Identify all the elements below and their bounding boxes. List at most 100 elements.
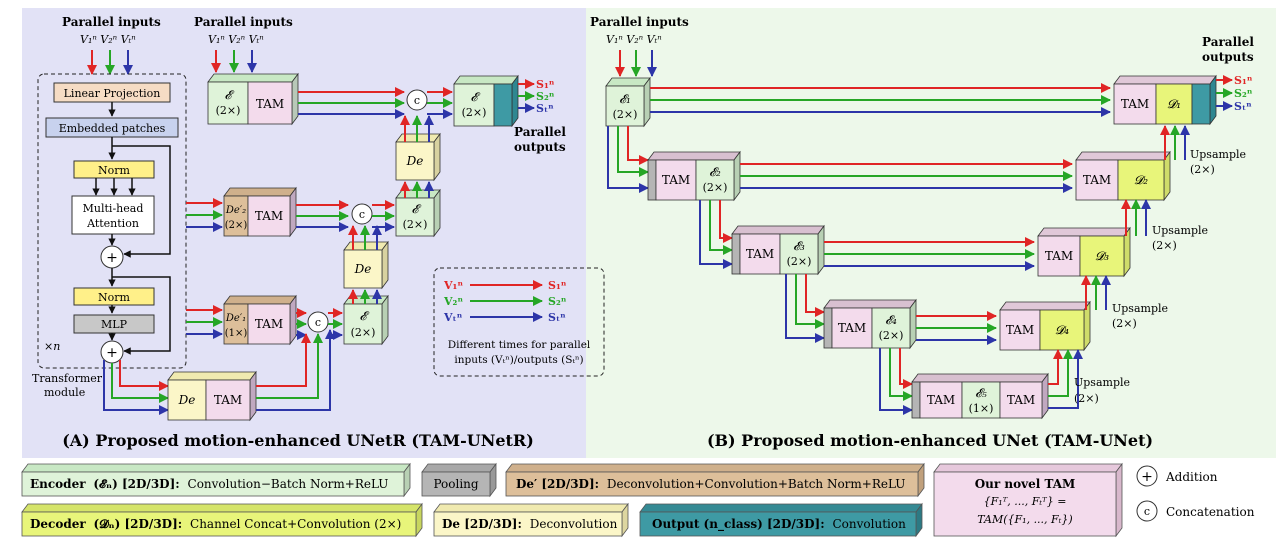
panel-b-out-st: Sₜⁿ	[1234, 100, 1252, 113]
legend-v1: V₁ⁿ	[443, 279, 463, 292]
legend-dep-bold: De′ [2D/3D]:	[516, 477, 599, 491]
legend-pooling-label: Pooling	[433, 477, 478, 491]
concat-symbol-mid: c	[359, 208, 365, 221]
legend-pooling-block	[421, 462, 497, 498]
norm-label-2: Norm	[98, 291, 131, 304]
panel-a-dep1-label: 𝐷𝑒′₁	[225, 313, 246, 324]
panel-a-low-encoder-mult: (2×)	[351, 326, 376, 339]
panel-b-e1-label: 𝓔₁	[619, 92, 631, 106]
addition-symbol-1: +	[106, 250, 118, 266]
panel-b-out-s2: S₂ⁿ	[1234, 87, 1253, 100]
panel-a-top-encoder-tam	[207, 72, 299, 126]
legend-decoder-bold: Decoder	[30, 517, 86, 531]
panel-b-d4-label: 𝓓₄	[1055, 323, 1069, 337]
panel-b-tam3b-label: TAM	[1045, 249, 1073, 263]
legend-de-block	[433, 502, 629, 538]
legend-dep-desc: Deconvolution+Convolution+Batch Norm+ReL…	[607, 477, 906, 491]
legend-vt: Vₜⁿ	[443, 311, 463, 324]
panel-a-out-encoder-mult: (2×)	[462, 106, 487, 119]
panel-a-inputs-label-mid: Parallel inputs	[194, 15, 293, 29]
panel-b-level5-bottleneck	[911, 372, 1049, 420]
panel-b-tam3-label: TAM	[746, 247, 774, 261]
panel-b-e1-mult: (2×)	[613, 108, 638, 121]
panel-a-inputs-v-left: V₁ⁿ V₂ⁿ Vₜⁿ	[80, 33, 136, 46]
panel-a-low-encoder-symbol: 𝓔	[360, 309, 370, 323]
legend-output-block	[639, 502, 923, 538]
embedded-patches-label: Embedded patches	[59, 122, 166, 135]
panel-b-e3-label: 𝓔₃	[793, 239, 805, 253]
panel-a-top-encoder-symbol: 𝓔	[225, 88, 235, 102]
panel-b-tam5-label: TAM	[927, 393, 955, 407]
addition-symbol-2: +	[106, 345, 118, 361]
panel-b-out-s1: S₁ⁿ	[1234, 74, 1253, 87]
legend-decoder-text: Decoder (𝓓ₙ) [2D/3D]: Channel Concat+Con…	[30, 517, 401, 531]
panel-b-inputs-label: Parallel inputs	[590, 15, 689, 29]
panel-b-upsample-3: Upsample	[1112, 302, 1168, 315]
transformer-label-2: module	[44, 386, 85, 399]
panel-a-outputs-label-1: Parallel	[514, 125, 566, 139]
legend-concat-symbol: c	[1144, 505, 1150, 518]
panel-b-upsample-4-mult: (2×)	[1074, 392, 1099, 405]
panel-b-d3-label: 𝓓₃	[1095, 249, 1109, 263]
mlp-label: MLP	[101, 318, 128, 331]
panel-a-dep1-mult: (1×)	[225, 328, 248, 339]
legend-output-text: Output (n_class) [2D/3D]: Convolution	[652, 517, 906, 532]
panel-b-upsample-3-mult: (2×)	[1112, 317, 1137, 330]
panel-a-dep2-label: 𝐷𝑒′₂	[225, 205, 246, 216]
multi-head-attention-block	[71, 195, 155, 235]
legend-addition-icon	[1136, 465, 1158, 487]
legend-tam-block	[933, 462, 1123, 538]
legend-concat-label: Concatenation	[1166, 505, 1255, 519]
panel-a-dep2-mult: (2×)	[225, 220, 248, 231]
legend-note-2: inputs (Vₜⁿ)/outputs (Sₜⁿ)	[454, 354, 583, 366]
legend-output-desc: Convolution	[832, 517, 906, 531]
legend-addition-symbol: +	[1141, 469, 1153, 485]
legend-s1: S₁ⁿ	[548, 279, 567, 292]
panel-b-tam4-label: TAM	[838, 321, 866, 335]
legend-de-bold: De [2D/3D]:	[442, 517, 522, 531]
panel-a-out-s2: S₂ⁿ	[536, 90, 555, 103]
panel-b-outputs-label-2: outputs	[1202, 50, 1254, 64]
panel-b-tam2-label: TAM	[662, 173, 690, 187]
concat-node-mid	[351, 203, 373, 225]
legend-encoder-text: Encoder (𝓔ₙ) [2D/3D]: Convolution−Batch …	[30, 477, 388, 491]
legend-encoder-desc: Convolution−Batch Norm+ReLU	[188, 477, 389, 491]
panel-b-e4-label: 𝓔₄	[885, 313, 897, 327]
panel-b-tam4b-label: TAM	[1006, 323, 1034, 337]
panel-b-level2-tam-e2	[647, 150, 741, 202]
panel-b-inputs-v: V₁ⁿ V₂ⁿ Vₜⁿ	[606, 33, 662, 46]
concat-node-top	[406, 89, 428, 111]
norm-label-1: Norm	[98, 164, 131, 177]
panel-a-legend-box	[433, 267, 605, 377]
panel-b-outputs-label-1: Parallel	[1202, 35, 1254, 49]
norm-block-2	[73, 287, 155, 306]
panel-b-e2-mult: (2×)	[703, 181, 728, 194]
panel-a-dep2-tam-label: TAM	[255, 209, 283, 223]
legend-output-bold: Output (n_class) [2D/3D]:	[652, 517, 825, 532]
transformer-label-1: Transformer	[32, 372, 103, 385]
panel-a-out-s1: S₁ⁿ	[536, 78, 555, 91]
panel-b-e3-mult: (2×)	[787, 255, 812, 268]
legend-decoder-desc: Channel Concat+Convolution (2×)	[190, 517, 401, 531]
panel-a-top-tam: TAM	[256, 97, 284, 111]
panel-b-level3-tam-e3	[731, 224, 825, 276]
panel-a-bottom-de-label: 𝐷𝑒	[178, 393, 196, 407]
panel-b-e5-label: 𝓔₅	[975, 386, 987, 400]
panel-b-d1-label: 𝓓₁	[1167, 97, 1181, 111]
legend-decoder-block	[21, 502, 423, 538]
legend-dep-block	[505, 462, 925, 498]
legend-de-desc: Deconvolution	[530, 517, 618, 531]
panel-a-out-encoder-symbol: 𝓔	[471, 90, 481, 104]
mha-label-1: Multi-head	[83, 202, 144, 215]
concat-symbol-low: c	[315, 316, 321, 329]
legend-note-1: Different times for parallel	[448, 339, 591, 351]
legend-tam-line1: {F₁ᵀ, ..., Fₜᵀ} =	[984, 495, 1067, 508]
legend-s2: S₂ⁿ	[548, 295, 567, 308]
legend-encoder-bold: Encoder	[30, 477, 86, 491]
panel-b-upsample-1: Upsample	[1190, 148, 1246, 161]
panel-b-e5-mult: (1×)	[969, 402, 994, 415]
legend-tam-title: Our novel TAM	[975, 477, 1076, 491]
panel-a-dep2-tam	[223, 186, 297, 238]
panel-b-e2-label: 𝓔₂	[709, 165, 721, 179]
